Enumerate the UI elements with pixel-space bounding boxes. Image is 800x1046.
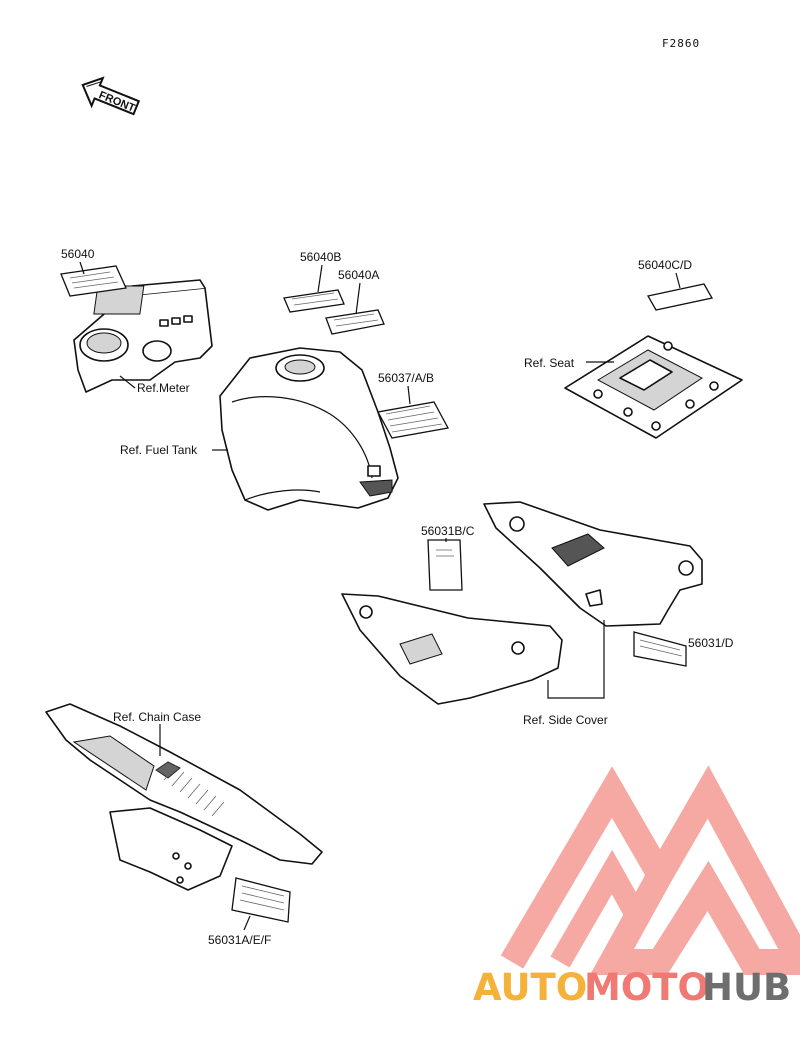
callout-56040B: 56040B [300,250,341,264]
callout-56040A: 56040A [338,268,379,282]
decal-56031D [633,631,687,667]
callout-56037: 56037/A/B [378,371,434,385]
callout-56031BC: 56031B/C [421,524,475,538]
decal-56040B [283,289,345,313]
decal-56031BC [427,539,463,591]
callout-ref-meter: Ref.Meter [137,381,190,395]
meter-assembly [73,279,213,393]
callout-ref-chain-case: Ref. Chain Case [113,710,201,724]
seat-base [564,335,743,439]
callout-56040: 56040 [61,247,95,261]
callout-ref-seat: Ref. Seat [524,356,575,370]
callout-ref-side-cover: Ref. Side Cover [523,713,608,727]
watermark-word-1: AUTO [473,966,587,1009]
callout-56040CD: 56040C/D [638,258,692,272]
decal-56040A [325,309,385,335]
fuel-tank [219,347,399,511]
decal-56037 [377,401,449,439]
decal-56040 [60,265,127,297]
front-arrow-icon: FRONT [81,76,141,116]
side-cover-right [483,501,703,627]
watermark-text: AUTO MOTO HUB [473,966,791,1009]
watermark-logo [500,765,800,975]
watermark-word-3: HUB [702,966,791,1009]
chain-case [45,703,323,891]
callout-56031AEF: 56031A/E/F [208,933,271,947]
decal-56040CD [646,283,714,311]
side-cover-left [341,593,563,705]
callout-ref-fuel-tank: Ref. Fuel Tank [120,443,198,457]
callout-56031D: 56031/D [688,636,734,650]
figure-code: F2860 [662,37,700,50]
watermark-word-2: MOTO [584,966,709,1009]
decal-56031AEF [231,877,291,923]
